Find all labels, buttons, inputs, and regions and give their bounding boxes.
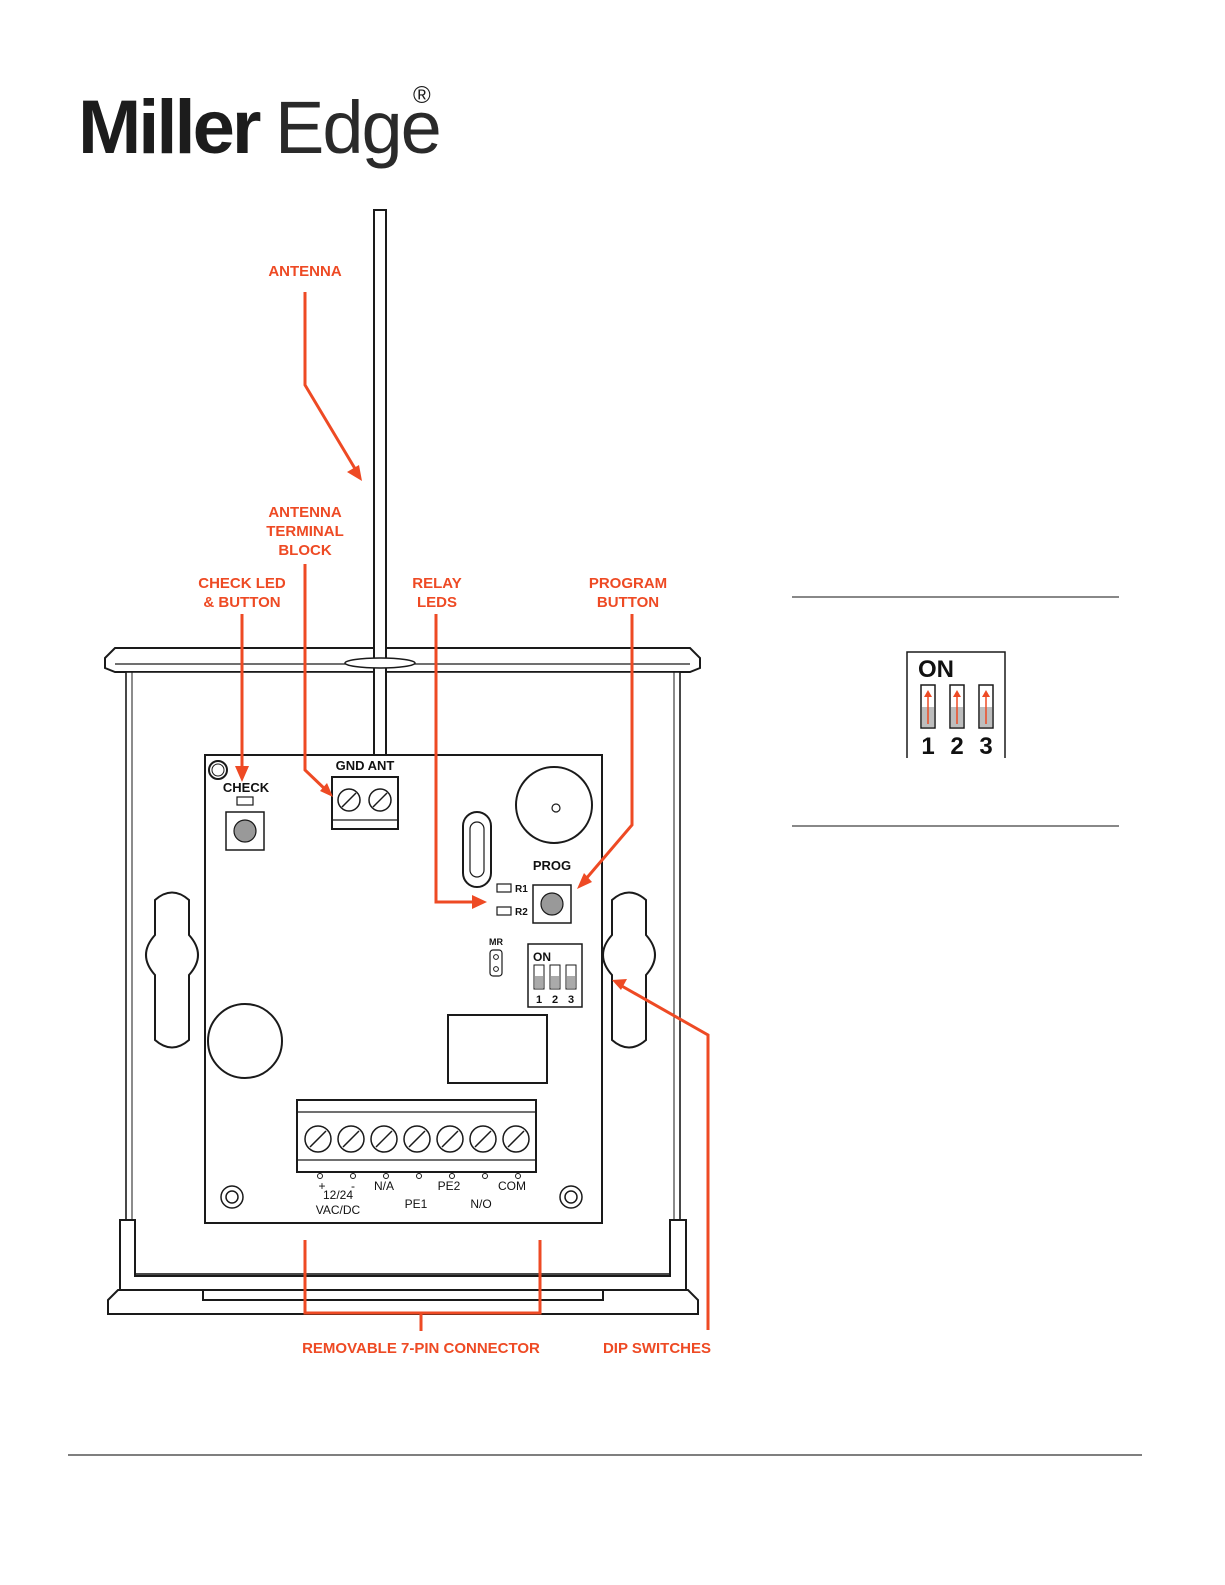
callout-program-line2: BUTTON xyxy=(597,594,659,611)
callout-check-line1: CHECK LED xyxy=(198,575,286,592)
antenna-rod xyxy=(374,210,386,765)
board-dip-switch: ON 1 2 3 xyxy=(528,944,582,1007)
relay-led-r2 xyxy=(497,907,511,915)
dip-detail-number: 2 xyxy=(950,733,963,760)
connector-pin-dot xyxy=(318,1174,323,1179)
dip-detail-number: 1 xyxy=(921,733,934,760)
callout-dip-switches: DIP SWITCHES xyxy=(603,1340,711,1357)
dip-switch-detail: ON 1 2 3 xyxy=(792,597,1119,826)
antenna-arrow-line xyxy=(305,292,357,472)
callout-connector: REMOVABLE 7-PIN CONNECTOR xyxy=(302,1340,540,1357)
dip-detail-on-label: ON xyxy=(918,656,954,683)
circuit-board: CHECK GND ANT R1 R2 PROG MR xyxy=(205,755,602,1223)
board-dip-number: 1 xyxy=(536,994,542,1006)
board-dip-on-label: ON xyxy=(533,950,551,964)
board-dip-number: 2 xyxy=(552,994,558,1006)
check-label: CHECK xyxy=(223,780,270,795)
relay-led-r1-label: R1 xyxy=(515,884,528,895)
pin-label-na: N/A xyxy=(374,1179,394,1193)
callout-check-line2: & BUTTON xyxy=(203,594,280,611)
connector-pin-dot xyxy=(483,1174,488,1179)
pin-label-voltage: 12/24 xyxy=(323,1188,353,1202)
pin-label-vacdc: VAC/DC xyxy=(316,1203,361,1217)
antenna-grommet xyxy=(345,658,415,668)
pin-label-no: N/O xyxy=(470,1197,491,1211)
connector-pin-dot xyxy=(417,1174,422,1179)
antenna-terminal-block xyxy=(332,777,398,829)
dip-detail-number: 3 xyxy=(979,733,992,760)
connector-pin-dot xyxy=(450,1174,455,1179)
relay-component xyxy=(448,1015,547,1083)
relay-led-r1 xyxy=(497,884,511,892)
callout-relay-line1: RELAY xyxy=(412,575,461,592)
connector-pin-dot xyxy=(351,1174,356,1179)
connector-pin-dot xyxy=(516,1174,521,1179)
mr-jumper xyxy=(490,950,502,976)
callout-antenna: ANTENNA xyxy=(268,263,341,280)
prog-label: PROG xyxy=(533,858,571,873)
callout-terminal-line3: BLOCK xyxy=(278,542,331,559)
seven-pin-connector[interactable] xyxy=(297,1100,536,1179)
check-led xyxy=(237,797,253,805)
relay-led-r2-label: R2 xyxy=(515,907,528,918)
callout-relay-line2: LEDS xyxy=(417,594,457,611)
mr-label: MR xyxy=(489,937,503,947)
pin-label-com: COM xyxy=(498,1179,526,1193)
capacitor xyxy=(208,1004,282,1078)
callout-terminal-line1: ANTENNA xyxy=(268,504,341,521)
callout-program-line1: PROGRAM xyxy=(589,575,667,592)
board-dip-number: 3 xyxy=(568,994,574,1006)
pin-label-pe1: PE1 xyxy=(405,1197,428,1211)
connector-pin-dot xyxy=(384,1174,389,1179)
callout-terminal-line2: TERMINAL xyxy=(266,523,344,540)
terminal-label: GND ANT xyxy=(336,758,395,773)
pin-label-pe2: PE2 xyxy=(438,1179,461,1193)
